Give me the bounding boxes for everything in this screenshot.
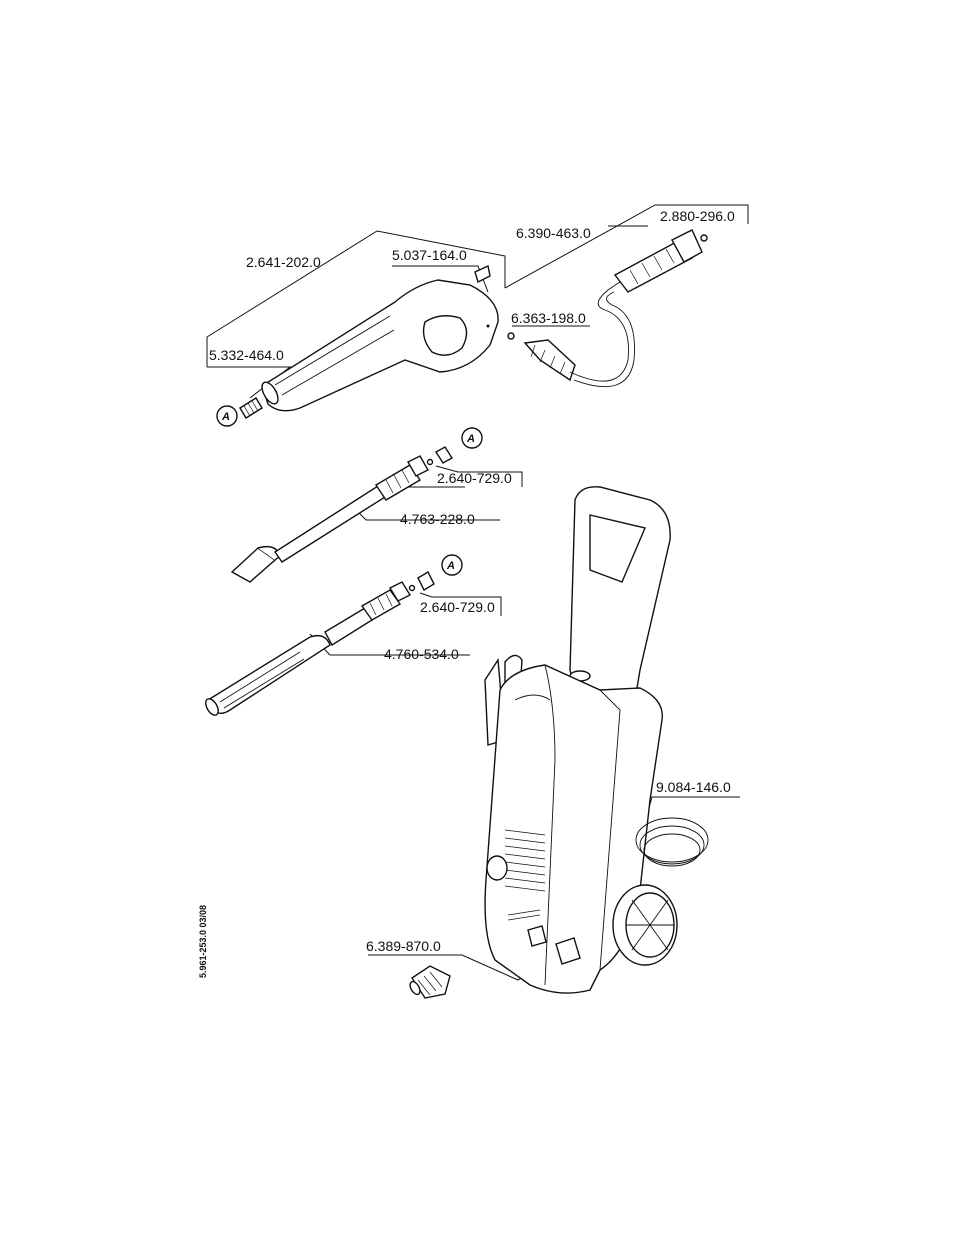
part-label-6-363-198-0: 6.363-198.0	[511, 310, 586, 326]
dirt-blaster-lance	[230, 446, 453, 583]
clip-part	[474, 264, 491, 283]
spray-gun-handle	[261, 279, 499, 412]
vent-grille	[504, 829, 546, 892]
callout-a-label-3: A	[446, 560, 455, 572]
part-labels: 2.641-202.0 5.037-164.0 6.390-463.0 2.88…	[209, 208, 735, 954]
document-code: 5.961-253.0 03/08	[198, 905, 208, 978]
part-label-4-760-534-0: 4.760-534.0	[384, 646, 459, 662]
o-rings	[507, 234, 708, 340]
power-cord	[635, 817, 709, 867]
part-label-6-390-463-0: 6.390-463.0	[516, 225, 591, 241]
callout-a-label-1: A	[221, 411, 230, 423]
part-label-2-880-296-0: 2.880-296.0	[660, 208, 735, 224]
hose-adapter	[409, 965, 451, 999]
part-label-2-640-729-0-upper: 2.640-729.0	[437, 470, 512, 486]
part-label-4-763-228-0: 4.763-228.0	[400, 511, 475, 527]
part-label-5-332-464-0: 5.332-464.0	[209, 347, 284, 363]
part-label-2-641-202-0: 2.641-202.0	[246, 254, 321, 270]
part-label-5-037-164-0: 5.037-164.0	[392, 247, 467, 263]
high-pressure-hose	[523, 229, 703, 388]
callout-a-icons: A A A	[216, 405, 483, 576]
part-label-6-389-870-0: 6.389-870.0	[366, 938, 441, 954]
threaded-insert	[239, 397, 263, 419]
part-label-9-084-146-0: 9.084-146.0	[656, 779, 731, 795]
part-label-2-640-729-0-lower: 2.640-729.0	[420, 599, 495, 615]
vario-lance	[205, 571, 435, 716]
callout-a-label-2: A	[466, 433, 475, 445]
wheel	[612, 884, 678, 966]
pressure-washer-unit	[484, 486, 709, 994]
